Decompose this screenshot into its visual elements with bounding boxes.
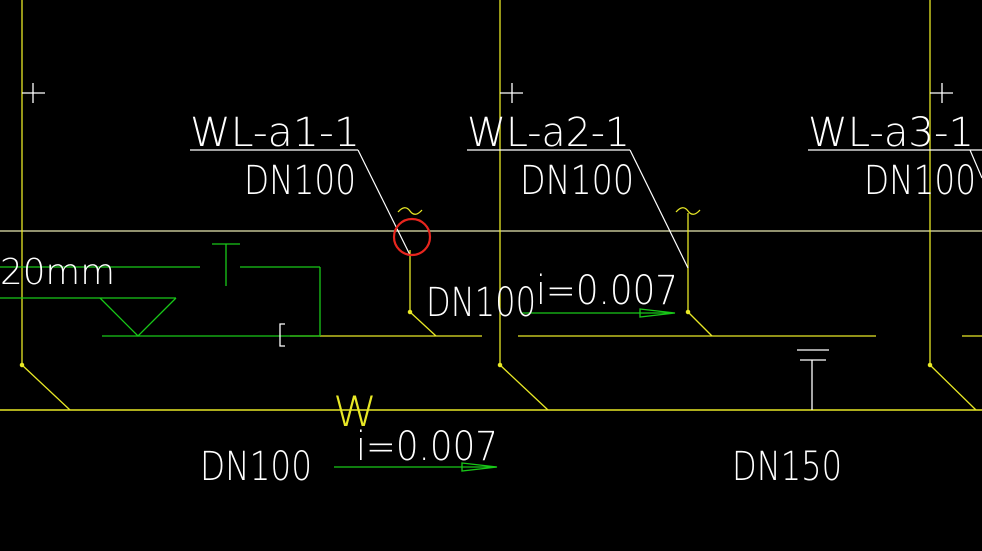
main-size-left-label: DN100 bbox=[200, 444, 312, 490]
riser-connectors bbox=[21, 364, 977, 411]
riser-2-size: DN100 bbox=[520, 158, 634, 204]
arrow-head-icon bbox=[639, 308, 676, 318]
trap-symbol-2 bbox=[675, 207, 701, 215]
main-slope-label: i=0.007 bbox=[356, 424, 498, 470]
riser-pipes bbox=[21, 0, 931, 365]
pipe-end-cap-icon bbox=[279, 323, 285, 347]
highlight-marker-circle[interactable] bbox=[392, 217, 432, 257]
riser-1-size: DN100 bbox=[244, 158, 356, 204]
cleanout-mark-2 bbox=[500, 83, 523, 103]
trap-symbol-1 bbox=[397, 207, 423, 215]
slope-arrows bbox=[334, 308, 676, 472]
riser-1-label[interactable]: WL-a1-1 bbox=[190, 110, 360, 156]
cleanout-mark-1 bbox=[22, 83, 45, 103]
branch-slope-label: i=0.007 bbox=[536, 268, 678, 314]
riser-cleanout-marks bbox=[22, 83, 953, 103]
elevation-graphics bbox=[0, 243, 321, 347]
branch-size-label: DN100 bbox=[426, 280, 536, 326]
depth-label: 20mm bbox=[0, 252, 115, 293]
cleanout-mark-3 bbox=[930, 83, 953, 103]
riser-3-size: DN100 bbox=[864, 158, 976, 204]
elevation-triangle-icon bbox=[99, 297, 177, 337]
leader-lines bbox=[190, 149, 982, 269]
riser-2-label[interactable]: WL-a2-1 bbox=[467, 110, 630, 156]
branch-pipes bbox=[19, 207, 982, 368]
main-size-right-label: DN150 bbox=[732, 444, 842, 490]
floor-drain-symbol[interactable] bbox=[797, 349, 829, 410]
arrow-head-icon-2 bbox=[461, 462, 498, 472]
riser-3-label[interactable]: WL-a3-1 bbox=[808, 110, 974, 156]
main-pipe-tag: W bbox=[333, 387, 377, 436]
